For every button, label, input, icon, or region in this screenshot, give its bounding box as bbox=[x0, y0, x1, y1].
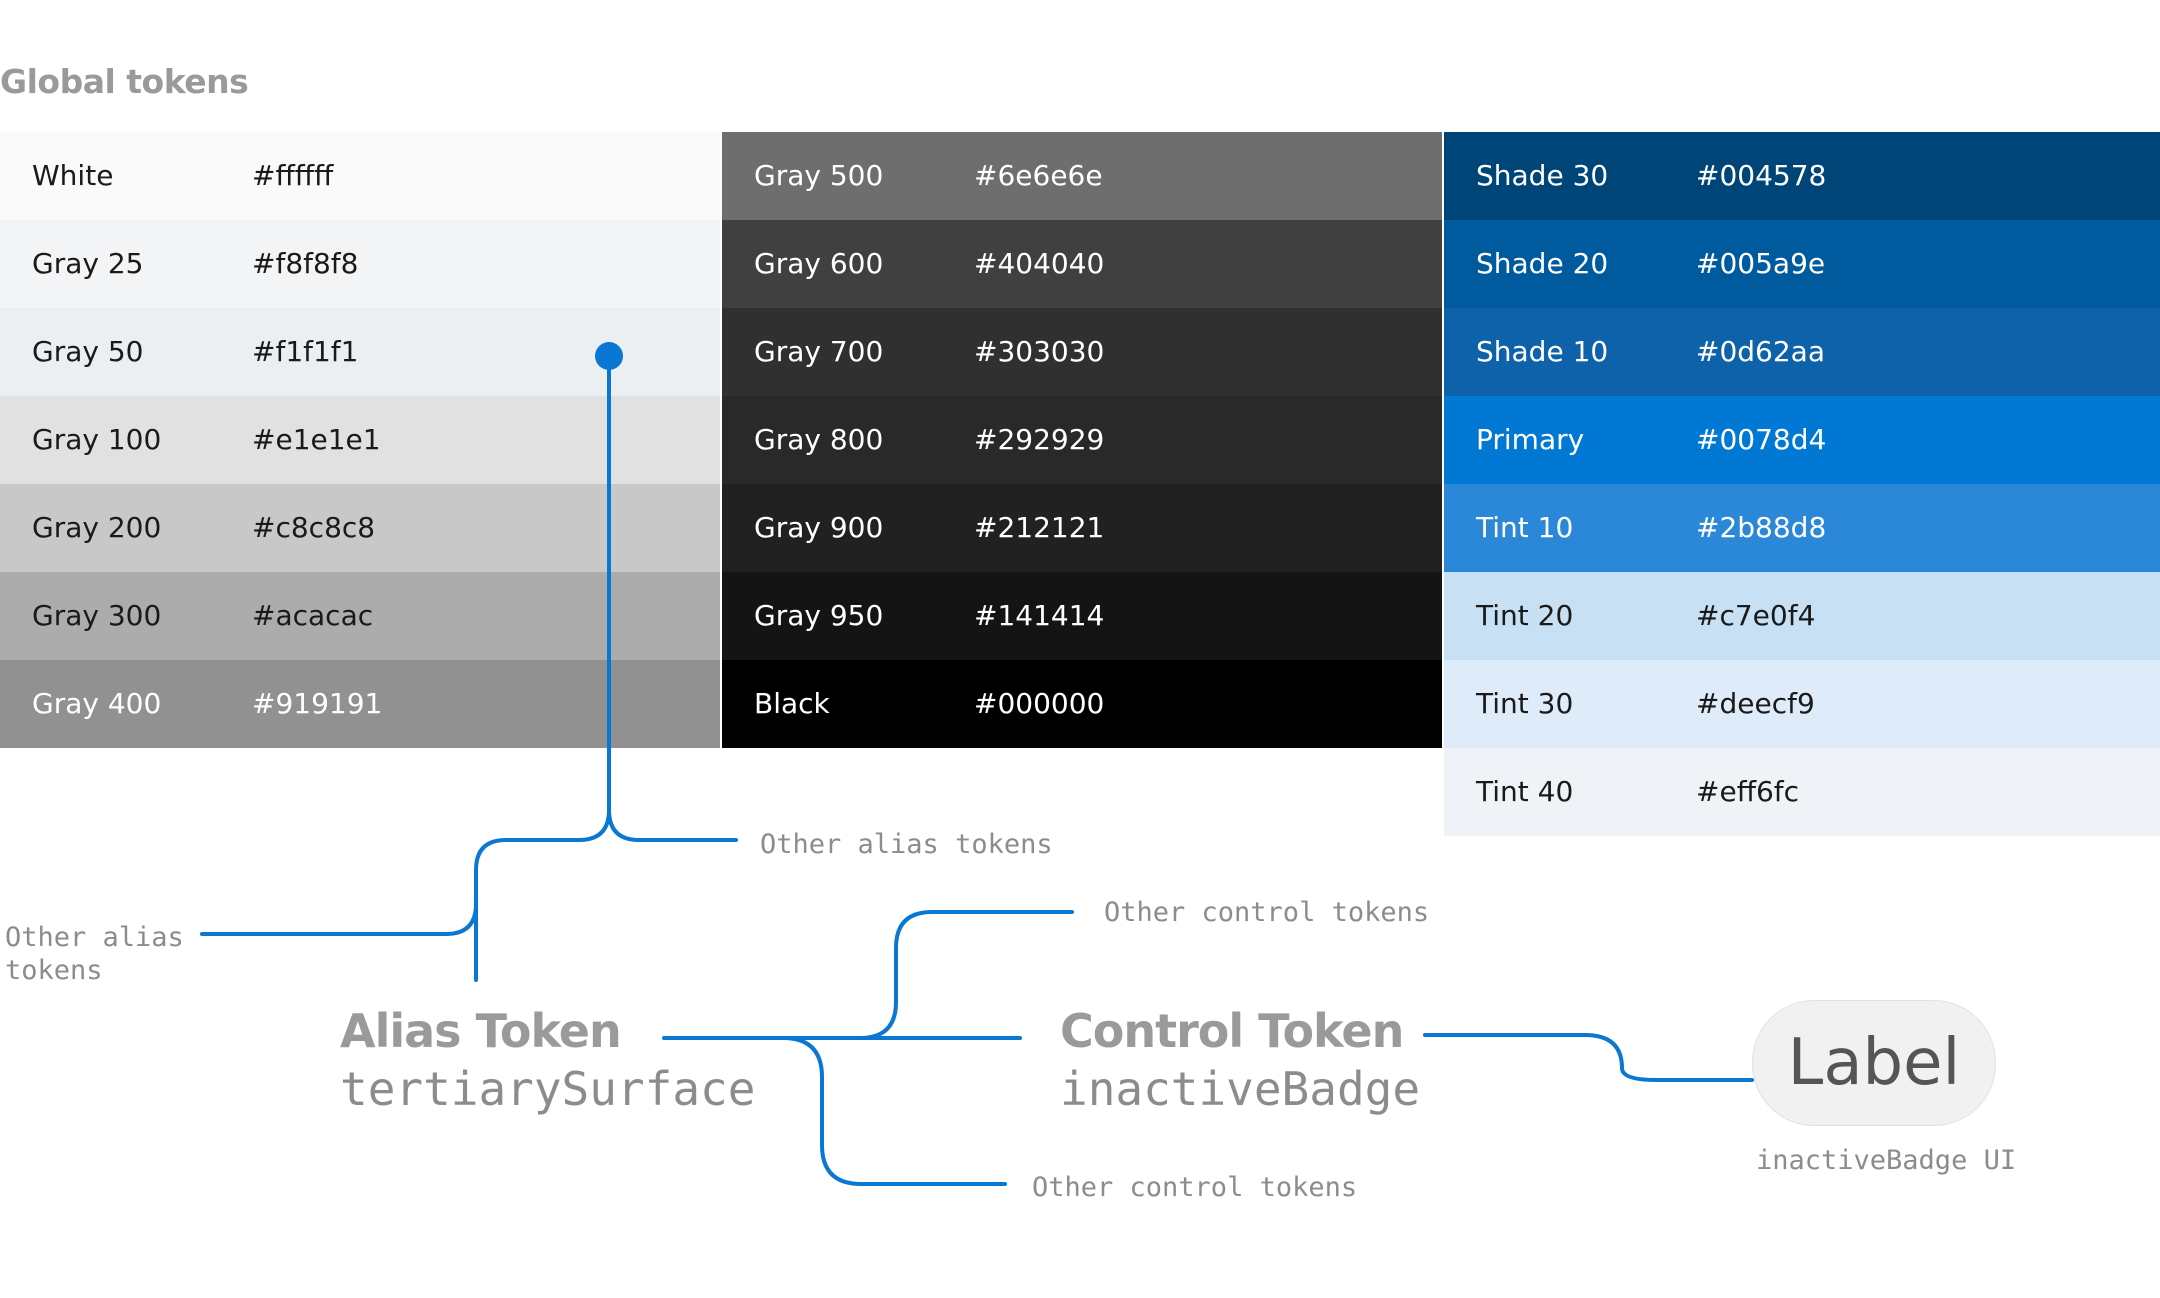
swatch-name: Shade 20 bbox=[1476, 247, 1609, 280]
swatch-name: Black bbox=[754, 687, 830, 720]
swatch-hex: #c8c8c8 bbox=[252, 511, 376, 544]
swatch-row: Tint 30 #deecf9 bbox=[1444, 660, 2160, 748]
alias-token-title: Alias Token bbox=[340, 1004, 622, 1058]
connector-control-to-badge bbox=[1423, 1033, 1754, 1082]
swatch-row: Gray 700 #303030 bbox=[722, 308, 1442, 396]
inactive-badge[interactable]: Label bbox=[1752, 1000, 1996, 1126]
swatch-name: Gray 500 bbox=[754, 159, 884, 192]
swatch-row: Gray 300 #acacac bbox=[0, 572, 720, 660]
swatch-hex: #292929 bbox=[974, 423, 1105, 456]
swatch-row: Shade 20 #005a9e bbox=[1444, 220, 2160, 308]
swatch-row: Shade 10 #0d62aa bbox=[1444, 308, 2160, 396]
swatch-name: Primary bbox=[1476, 423, 1585, 456]
swatch-row: White #ffffff bbox=[0, 132, 720, 220]
swatch-name: Gray 400 bbox=[32, 687, 162, 720]
swatch-hex: #ffffff bbox=[252, 159, 334, 192]
swatch-name: Gray 950 bbox=[754, 599, 884, 632]
swatch-hex: #0d62aa bbox=[1696, 335, 1825, 368]
swatch-row: Primary #0078d4 bbox=[1444, 396, 2160, 484]
swatch-hex: #eff6fc bbox=[1696, 775, 1800, 808]
swatch-row: Gray 900 #212121 bbox=[722, 484, 1442, 572]
swatch-row: Gray 25 #f8f8f8 bbox=[0, 220, 720, 308]
swatch-row: Tint 10 #2b88d8 bbox=[1444, 484, 2160, 572]
swatch-hex: #f1f1f1 bbox=[252, 335, 359, 368]
swatch-row: Shade 30 #004578 bbox=[1444, 132, 2160, 220]
swatch-hex: #c7e0f4 bbox=[1696, 599, 1816, 632]
control-token-value: inactiveBadge bbox=[1060, 1062, 1421, 1116]
swatch-name: Gray 300 bbox=[32, 599, 162, 632]
swatch-hex: #deecf9 bbox=[1696, 687, 1815, 720]
other-alias-tokens-label: Other alias tokens bbox=[760, 829, 1053, 860]
connector-alias-branch bbox=[474, 808, 611, 982]
swatch-hex: #141414 bbox=[974, 599, 1105, 632]
swatch-name: Tint 10 bbox=[1476, 511, 1574, 544]
swatch-name: Gray 600 bbox=[754, 247, 884, 280]
connector-left-branch bbox=[200, 902, 478, 936]
swatch-name: Gray 900 bbox=[754, 511, 884, 544]
other-alias-tokens-left-label: Other alias tokens bbox=[5, 922, 184, 986]
swatch-name: Gray 50 bbox=[32, 335, 144, 368]
swatch-hex: #303030 bbox=[974, 335, 1105, 368]
swatch-hex: #004578 bbox=[1696, 159, 1827, 192]
swatch-name: Tint 30 bbox=[1476, 687, 1574, 720]
other-control-tokens-bottom-label: Other control tokens bbox=[1032, 1172, 1358, 1203]
control-token-title: Control Token bbox=[1060, 1004, 1404, 1058]
swatch-hex: #005a9e bbox=[1696, 247, 1826, 280]
other-control-tokens-top-label: Other control tokens bbox=[1104, 897, 1430, 928]
swatch-name: Gray 100 bbox=[32, 423, 162, 456]
swatch-row: Gray 200 #c8c8c8 bbox=[0, 484, 720, 572]
swatch-name: White bbox=[32, 159, 114, 192]
swatch-row: Tint 40 #eff6fc bbox=[1444, 748, 2160, 836]
connector-control-top bbox=[858, 910, 1074, 1040]
swatch-row: Black #000000 bbox=[722, 660, 1442, 748]
swatch-row: Gray 950 #141414 bbox=[722, 572, 1442, 660]
swatch-name: Tint 20 bbox=[1476, 599, 1574, 632]
swatch-row: Gray 50 #f1f1f1 bbox=[0, 308, 720, 396]
swatch-row: Gray 400 #919191 bbox=[0, 660, 720, 748]
swatch-hex: #f8f8f8 bbox=[252, 247, 359, 280]
swatch-hex: #0078d4 bbox=[1696, 423, 1827, 456]
alias-token-value: tertiarySurface bbox=[340, 1062, 756, 1116]
swatch-hex: #6e6e6e bbox=[974, 159, 1103, 192]
swatch-hex: #acacac bbox=[252, 599, 374, 632]
badge-caption: inactiveBadge UI bbox=[1756, 1145, 2017, 1176]
swatch-name: Gray 700 bbox=[754, 335, 884, 368]
swatch-hex: #e1e1e1 bbox=[252, 423, 381, 456]
swatch-name: Gray 200 bbox=[32, 511, 162, 544]
swatch-name: Shade 30 bbox=[1476, 159, 1609, 192]
swatch-hex: #000000 bbox=[974, 687, 1105, 720]
swatch-hex: #919191 bbox=[252, 687, 383, 720]
swatch-row: Tint 20 #c7e0f4 bbox=[1444, 572, 2160, 660]
swatch-name: Gray 800 bbox=[754, 423, 884, 456]
swatch-name: Shade 10 bbox=[1476, 335, 1609, 368]
swatch-hex: #2b88d8 bbox=[1696, 511, 1827, 544]
swatch-row: Gray 100 #e1e1e1 bbox=[0, 396, 720, 484]
section-title: Global tokens bbox=[0, 62, 249, 101]
swatch-row: Gray 600 #404040 bbox=[722, 220, 1442, 308]
swatch-row: Gray 800 #292929 bbox=[722, 396, 1442, 484]
swatch-name: Gray 25 bbox=[32, 247, 144, 280]
swatch-name: Tint 40 bbox=[1476, 775, 1574, 808]
swatch-hex: #212121 bbox=[974, 511, 1105, 544]
swatch-row: Gray 500 #6e6e6e bbox=[722, 132, 1442, 220]
swatch-hex: #404040 bbox=[974, 247, 1105, 280]
connector-control-bottom bbox=[781, 1036, 1007, 1186]
